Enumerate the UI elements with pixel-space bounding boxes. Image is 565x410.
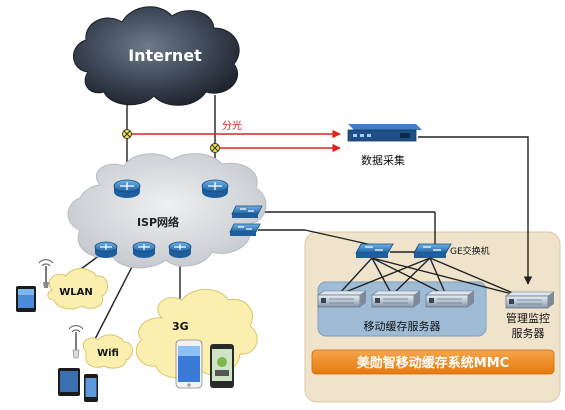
cellular-label: 3G xyxy=(172,320,189,333)
tablet-icon xyxy=(16,286,36,312)
cache-server-icon xyxy=(371,290,421,308)
mgmt-server-label-line1: 管理监控 xyxy=(506,311,550,325)
splitter-icons xyxy=(122,129,220,153)
router-icon xyxy=(168,241,192,258)
smartphone-icon xyxy=(175,339,203,389)
wlan-label: WLAN xyxy=(59,287,93,298)
router-icon xyxy=(113,179,141,198)
mgmt-server-icon xyxy=(505,291,555,309)
data-collection-device-icon xyxy=(347,124,422,142)
router-icon xyxy=(132,241,156,258)
system-title-bar xyxy=(311,349,555,375)
cache-server-label: 移动缓存服务器 xyxy=(364,319,441,333)
internet-cloud xyxy=(73,6,240,106)
split-label: 分光 xyxy=(222,119,242,132)
wifi-cloud xyxy=(82,334,133,369)
internet-label: Internet xyxy=(128,46,202,65)
mgmt-server-label-line2: 服务器 xyxy=(512,327,545,340)
switch-icon xyxy=(229,223,261,236)
wlan-cloud xyxy=(47,268,109,310)
ge-switch-label: GE交换机 xyxy=(450,245,490,257)
split-lines xyxy=(127,129,341,153)
isp-label: ISP网络 xyxy=(137,215,179,229)
tablet-icon xyxy=(58,368,80,396)
ge-switch-icon xyxy=(355,243,394,258)
wifi-label: Wifi xyxy=(97,348,119,359)
android-phone-icon xyxy=(210,344,234,388)
phone-icon xyxy=(84,374,98,402)
cache-server-icon xyxy=(425,290,475,308)
cache-server-icon xyxy=(317,290,367,308)
ge-switch-icon xyxy=(413,243,452,258)
wifi-antenna-icon xyxy=(68,325,84,359)
router-icon xyxy=(94,241,118,258)
collection-to-mgmt-link xyxy=(418,136,533,285)
router-icon xyxy=(201,179,229,198)
system-title: 美勋智移动缓存系统MMC xyxy=(357,355,509,371)
data-collection-label: 数据采集 xyxy=(361,153,405,167)
wifi-antenna-icon xyxy=(38,259,54,288)
switch-icon xyxy=(231,205,263,218)
